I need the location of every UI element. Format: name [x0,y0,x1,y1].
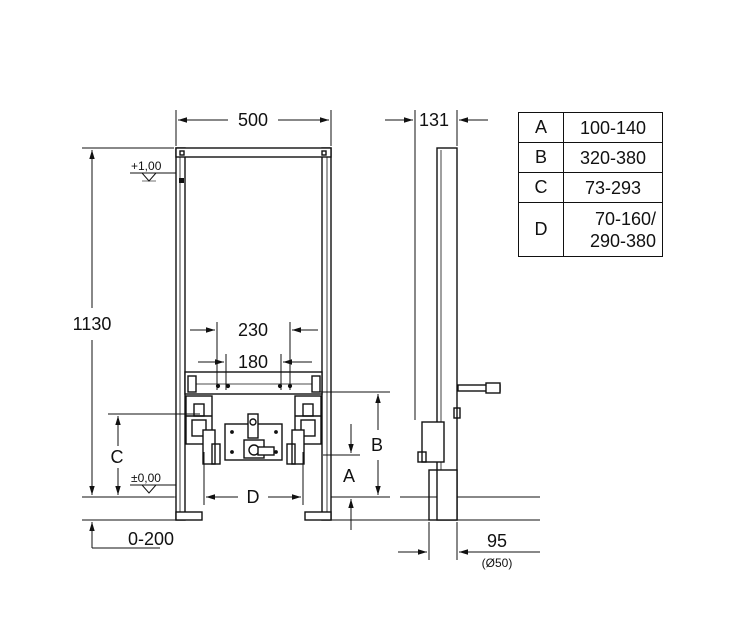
table-value: 320-380 [563,142,663,173]
connection-inner-label: 180 [238,352,268,372]
front-dimensions [82,110,400,549]
side-frame [417,147,461,521]
center-fitting [224,413,283,461]
dimension-table: A 100-140 B 320-380 C 73-293 D 70-160/ 2… [518,112,663,257]
table-row: D 70-160/ 290-380 [518,202,663,257]
dimension-c-label: C [111,447,124,467]
front-view [175,147,332,521]
width-label: 500 [238,110,268,130]
table-row: C 73-293 [518,172,663,203]
table-value: 100-140 [563,112,663,143]
right-foot [304,511,332,521]
dimension-d-label: D [247,487,260,507]
connection-outer-label: 230 [238,320,268,340]
level-top-label: +1,00 [131,159,162,173]
side-view [417,147,501,521]
depth-label: 131 [419,110,449,130]
mounting-cross-bar [184,371,323,395]
frame-right-post [321,147,332,521]
table-key: B [518,142,564,173]
floor-adjust-label: 0-200 [128,529,174,549]
frame-left-post [175,147,186,521]
height-label: 1130 [73,314,112,334]
table-value: 73-293 [563,172,663,203]
dimension-labels: 500 1130 131 230 180 +1,00 ±0,00 0-200 9… [73,110,513,570]
table-value: 70-160/ 290-380 [563,202,663,257]
frame-top-rail [175,147,332,158]
left-bracket [185,395,221,465]
dimension-b-label: B [371,435,383,455]
dimension-a-label: A [343,466,355,486]
table-key: C [518,172,564,203]
right-bracket [286,395,322,465]
table-key: D [518,202,564,257]
level-floor-label: ±0,00 [131,471,161,485]
table-row: B 320-380 [518,142,663,173]
pipe-offset-label: 95 [487,531,507,551]
level-marker-top [130,172,176,182]
pipe-diameter-label: (Ø50) [482,556,513,570]
table-value-line2: 290-380 [589,230,656,251]
table-value-line1: 70-160/ [594,208,656,229]
table-key: A [518,112,564,143]
level-marker-floor [130,484,176,494]
side-connection-rod [457,382,501,394]
table-row: A 100-140 [518,112,663,143]
side-dimensions [385,110,540,560]
left-foot [175,511,203,521]
